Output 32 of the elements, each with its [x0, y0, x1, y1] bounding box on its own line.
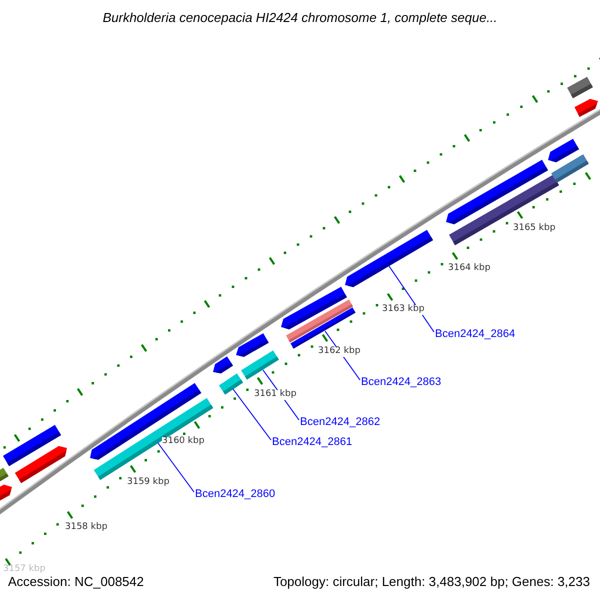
scale-label: 3162 kbp — [318, 347, 360, 357]
gene-label: Bcen2424_2861 — [272, 436, 352, 448]
scale-label: 3165 kbp — [513, 224, 556, 234]
title: Burkholderia cenocepacia HI2424 chromosome 1, complete seque... — [102, 11, 498, 26]
gene-label: Bcen2424_2863 — [361, 376, 442, 388]
scale-label: 3163 kbp — [382, 305, 424, 315]
scale-label: 3164 kbp — [448, 264, 490, 274]
gene-bar — [551, 154, 589, 183]
leader-line — [232, 388, 272, 440]
scale-label: 3161 kbp — [254, 390, 296, 400]
gene-label: Bcen2424_2860 — [195, 488, 276, 500]
scale-label: 3158 kbp — [65, 523, 108, 533]
gene-block — [548, 138, 579, 162]
gene-bar — [241, 350, 279, 380]
gene-label: Bcen2424_2862 — [300, 416, 380, 428]
gene-block — [14, 446, 67, 484]
accession-text: Accession: NC_008542 — [8, 575, 144, 590]
gene-bar — [218, 373, 244, 395]
scale-label: 3159 kbp — [127, 478, 170, 488]
gene-bar — [0, 468, 9, 482]
gene-block — [236, 333, 269, 357]
gene-block — [213, 356, 233, 374]
gene-block — [0, 484, 12, 504]
leader-line — [158, 442, 194, 492]
gene-block — [345, 230, 434, 288]
gene-label: Bcen2424_2864 — [435, 328, 516, 340]
leader-line — [388, 266, 434, 332]
genome-summary-text: Topology: circular; Length: 3,483,902 bp; Genes: 3,233 — [273, 575, 590, 590]
gene-block — [574, 98, 598, 117]
scale-label: 3157 kbp — [3, 565, 46, 575]
scale-label: 3160 kbp — [162, 437, 204, 447]
gene-bar — [567, 76, 593, 98]
